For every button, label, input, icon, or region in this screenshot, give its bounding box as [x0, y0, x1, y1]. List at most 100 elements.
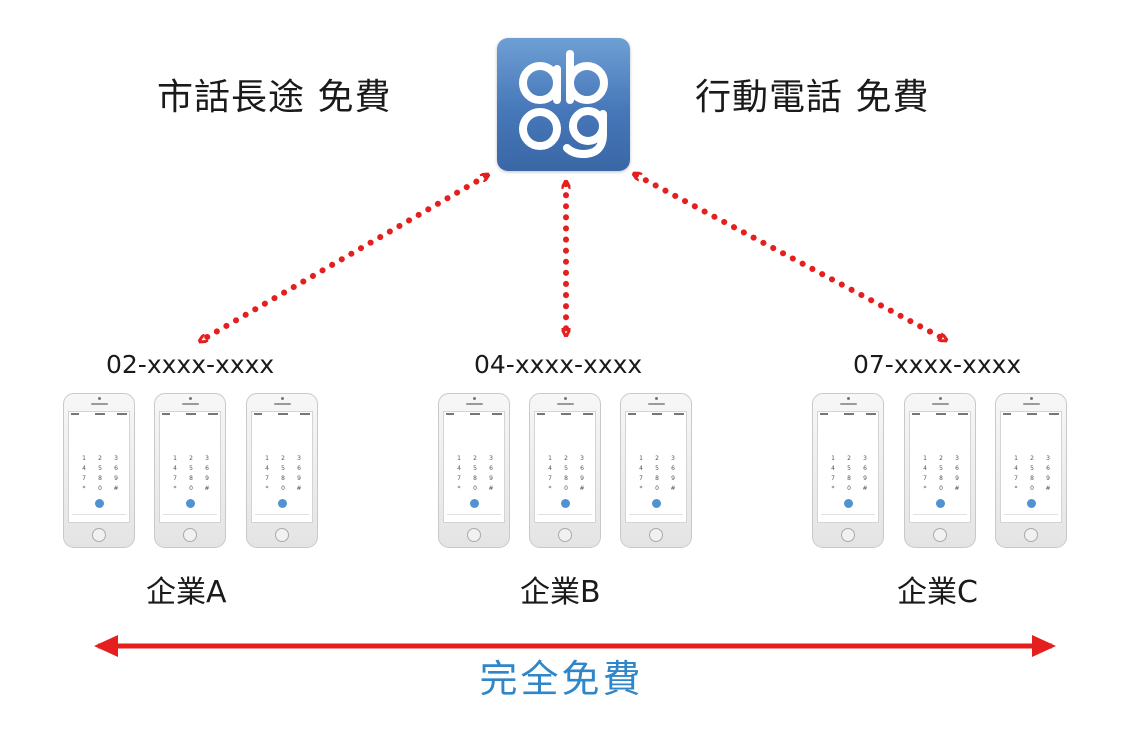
keypad-key: 8	[473, 475, 477, 482]
keypad-key: 4	[265, 465, 269, 472]
enterprise-c-label: 企業C	[897, 575, 978, 610]
phone-call-icon	[652, 499, 661, 508]
keypad-key: *	[831, 485, 835, 492]
phone-call-icon	[936, 499, 945, 508]
keypad-key: 7	[1014, 475, 1018, 482]
status-bar-segment	[95, 413, 105, 415]
phone-tab-bar	[629, 514, 683, 518]
keypad-key: 1	[923, 455, 927, 462]
keypad-key: 2	[939, 455, 943, 462]
phone-call-icon	[186, 499, 195, 508]
keypad-key: 2	[473, 455, 477, 462]
keypad-key: 3	[671, 455, 675, 462]
phone-camera	[1030, 397, 1033, 400]
keypad-key: 3	[955, 455, 959, 462]
keypad-key: 0	[98, 485, 102, 492]
keypad-key: 9	[114, 475, 118, 482]
keypad-key: 3	[489, 455, 493, 462]
status-bar-segment	[186, 413, 196, 415]
keypad-key: 9	[205, 475, 209, 482]
phone-tab-bar	[447, 514, 501, 518]
status-bar-segment	[537, 413, 545, 415]
status-bar-segment	[652, 413, 662, 415]
keypad-key: 6	[205, 465, 209, 472]
phone-status-bar	[820, 413, 876, 416]
status-bar-segment	[866, 413, 876, 415]
keypad-key: 3	[297, 455, 301, 462]
keypad-key: #	[488, 485, 494, 492]
phone-tab-bar	[1004, 514, 1058, 518]
keypad-key: 8	[939, 475, 943, 482]
status-bar-segment	[820, 413, 828, 415]
keypad-key: 7	[831, 475, 835, 482]
keypad-key: *	[548, 485, 552, 492]
keypad-key: 4	[457, 465, 461, 472]
keypad-key: *	[265, 485, 269, 492]
status-bar-segment	[71, 413, 79, 415]
keypad-key: 5	[564, 465, 568, 472]
phone-home-button	[558, 528, 572, 542]
phone-camera	[98, 397, 101, 400]
phone-tab-bar	[72, 514, 126, 518]
keypad-key: *	[639, 485, 643, 492]
keypad-key: 3	[1046, 455, 1050, 462]
keypad-key: *	[1014, 485, 1018, 492]
abg-logo-mark	[519, 50, 608, 159]
keypad-key: 5	[847, 465, 851, 472]
keypad-key: 7	[639, 475, 643, 482]
keypad-key: *	[173, 485, 177, 492]
keypad-key: 3	[114, 455, 118, 462]
phone-status-bar	[71, 413, 127, 416]
keypad-key: #	[862, 485, 868, 492]
keypad-key: 9	[489, 475, 493, 482]
phone-tab-bar	[821, 514, 875, 518]
keypad-key: #	[1045, 485, 1051, 492]
phone-home-button	[467, 528, 481, 542]
keypad-key: 6	[580, 465, 584, 472]
keypad-key: 6	[671, 465, 675, 472]
mobile-free-label: 行動電話 免費	[695, 77, 930, 118]
status-bar-segment	[446, 413, 454, 415]
keypad-key: 9	[671, 475, 675, 482]
phone-tab-bar	[163, 514, 217, 518]
status-bar-segment	[912, 413, 920, 415]
local-long-distance-free-label: 市話長途 免費	[157, 77, 392, 118]
phone-speaker	[557, 403, 574, 405]
keypad-key: 0	[564, 485, 568, 492]
keypad-key: 6	[955, 465, 959, 472]
group-c-number: 07-xxxx-xxxx	[853, 350, 1022, 379]
status-bar-segment	[844, 413, 854, 415]
keypad-key: 8	[98, 475, 102, 482]
phone-speaker	[466, 403, 483, 405]
phone-status-bar	[254, 413, 310, 416]
keypad-key: 9	[580, 475, 584, 482]
keypad-key: 1	[457, 455, 461, 462]
keypad-key: 4	[1014, 465, 1018, 472]
keypad-key: 5	[281, 465, 285, 472]
keypad-key: 0	[473, 485, 477, 492]
enterprise-a-label: 企業A	[146, 575, 227, 610]
keypad-key: 4	[82, 465, 86, 472]
keypad-key: 1	[82, 455, 86, 462]
phone-home-button	[933, 528, 947, 542]
status-bar-segment	[583, 413, 593, 415]
phone-status-bar	[537, 413, 593, 416]
status-bar-segment	[936, 413, 946, 415]
keypad-key: 8	[189, 475, 193, 482]
arrow-logo-to-group-c	[636, 175, 944, 339]
